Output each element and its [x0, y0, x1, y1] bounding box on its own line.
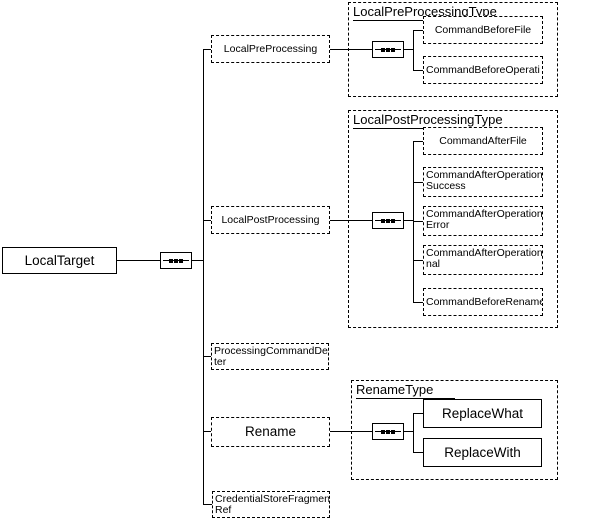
- connector-line: [414, 452, 423, 453]
- connector-line: [414, 302, 423, 303]
- element-label: CommandAfterOperation: [426, 170, 542, 181]
- element-localpreprocessing[interactable]: LocalPreProcessing: [211, 35, 330, 63]
- element-commandbeforerename[interactable]: CommandBeforeRename: [423, 288, 543, 316]
- sequence-icon-dots: [381, 47, 395, 52]
- element-label: CredentialStoreFragmen: [215, 494, 329, 505]
- element-commandafteroperationsuccess[interactable]: CommandAfterOperation Success: [423, 167, 543, 197]
- sequence-icon-dots: [381, 429, 395, 434]
- sequence-icon-dots: [381, 218, 395, 223]
- complextype-localpostprocessingtype: LocalPostProcessingType: [348, 110, 558, 328]
- connector-line: [404, 431, 413, 432]
- connector-line: [330, 431, 372, 432]
- connector-line: [203, 49, 204, 505]
- sequence-icon[interactable]: [372, 212, 404, 229]
- element-label: CommandAfterOperation: [426, 209, 542, 220]
- connector-line: [413, 141, 414, 303]
- connector-line: [413, 30, 414, 71]
- element-processingcommanddelimiter[interactable]: ProcessingCommandDeli ter: [211, 343, 329, 370]
- connector-line: [204, 220, 211, 221]
- connector-line: [414, 260, 423, 261]
- element-credentialstorefragmentref[interactable]: CredentialStoreFragmen Ref: [212, 491, 330, 518]
- element-commandafterfile[interactable]: CommandAfterFile: [423, 127, 543, 155]
- connector-line: [404, 49, 413, 50]
- element-label: ProcessingCommandDeli: [214, 346, 328, 357]
- element-label: Success: [426, 181, 466, 192]
- sequence-icon[interactable]: [160, 252, 192, 269]
- connector-line: [330, 220, 372, 221]
- connector-line: [204, 49, 211, 50]
- connector-line: [414, 141, 423, 142]
- connector-line: [414, 70, 423, 71]
- connector-line: [204, 431, 211, 432]
- element-rename[interactable]: Rename: [211, 417, 330, 447]
- element-label: Error: [426, 220, 450, 231]
- connector-line: [414, 30, 423, 31]
- sequence-icon-dots: [169, 258, 183, 263]
- connector-line: [414, 221, 423, 222]
- connector-line: [204, 356, 211, 357]
- element-label: ter: [214, 357, 227, 368]
- connector-line: [413, 413, 414, 453]
- connector-line: [404, 220, 413, 221]
- element-commandbeforefile[interactable]: CommandBeforeFile: [423, 16, 543, 44]
- element-label: Ref: [215, 505, 232, 516]
- element-localpostprocessing[interactable]: LocalPostProcessing: [211, 206, 330, 234]
- complextype-title: RenameType: [356, 382, 456, 399]
- element-label: CommandAfterOperation: [426, 248, 542, 259]
- element-commandafteroperational[interactable]: CommandAfterOperation nal: [423, 245, 543, 275]
- connector-line: [192, 260, 204, 261]
- element-label: nal: [426, 259, 441, 270]
- connector-line: [414, 413, 423, 414]
- element-commandafteroperationerror[interactable]: CommandAfterOperation Error: [423, 206, 543, 236]
- element-localtarget[interactable]: LocalTarget: [2, 247, 117, 274]
- element-replacewith[interactable]: ReplaceWith: [423, 438, 542, 467]
- connector-line: [117, 260, 160, 261]
- complextype-renametype: RenameType: [351, 380, 558, 480]
- connector-line: [330, 49, 372, 50]
- element-replacewhat[interactable]: ReplaceWhat: [423, 399, 542, 428]
- connector-line: [414, 182, 423, 183]
- element-commandbeforeoperation[interactable]: CommandBeforeOperati: [423, 56, 543, 84]
- sequence-icon[interactable]: [372, 423, 404, 440]
- connector-line: [204, 504, 212, 505]
- sequence-icon[interactable]: [372, 41, 404, 58]
